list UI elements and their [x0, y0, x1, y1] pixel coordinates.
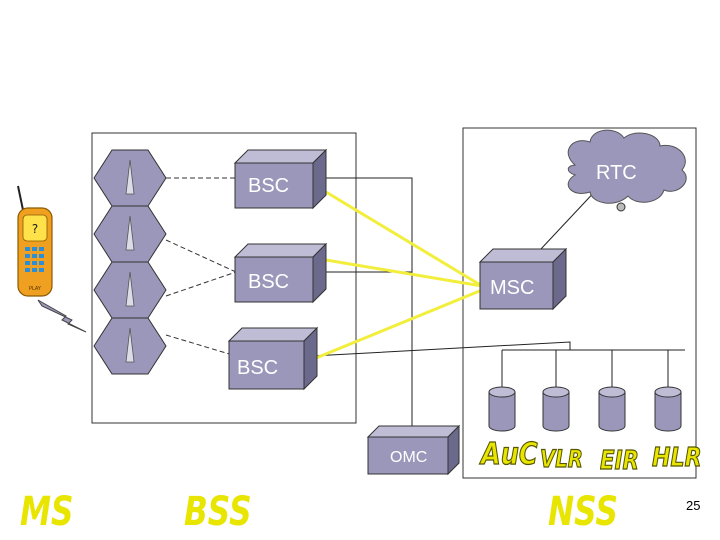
msc-box [478, 247, 568, 311]
radio-to-bsc-dashed-links [165, 177, 237, 357]
rtc-cloud [567, 129, 687, 212]
database-4-cylinder [654, 386, 682, 432]
bsc-2-box [233, 242, 328, 304]
ms-subsystem-label: MS [20, 489, 74, 535]
bts-3 [93, 261, 167, 319]
mobile-phone-icon: ? PLAY [17, 185, 53, 297]
page-number: 25 [686, 498, 701, 513]
nss-region-frame [462, 127, 697, 479]
msc-label: MSC [490, 277, 535, 299]
database-cylinders [488, 386, 682, 432]
bsc-3-box [227, 326, 319, 391]
a-interface-links [315, 190, 483, 360]
antenna-icon [125, 159, 135, 195]
radio-link-lightning-icon [37, 299, 87, 333]
database-2-cylinder [542, 386, 570, 432]
bsc-2-label: BSC [248, 271, 290, 293]
svg-text:?: ? [32, 222, 38, 236]
eir-label: EIR [600, 446, 640, 476]
hlr-label: HLR [651, 443, 702, 473]
bss-region-frame [91, 132, 357, 424]
auc-label: AuC [480, 437, 538, 472]
rtc-label: RTC [596, 162, 637, 184]
bts-4 [93, 317, 167, 375]
bsc-1-box [233, 148, 328, 210]
phone-screen-text: PLAY [29, 286, 42, 292]
antenna-icon [125, 327, 135, 363]
bsc-3-label: BSC [237, 357, 279, 379]
box-shapes [227, 148, 568, 476]
bss-subsystem-label: BSS [184, 489, 252, 535]
database-1-cylinder [488, 386, 516, 432]
omc-label: OMC [390, 449, 428, 466]
vlr-label: VLR [540, 445, 584, 473]
database-3-cylinder [598, 386, 626, 432]
antenna-icon [125, 215, 135, 251]
bsc-1-label: BSC [248, 175, 290, 197]
bts-2 [93, 205, 167, 263]
bts-stack [93, 149, 167, 375]
bts-1 [93, 149, 167, 207]
antenna-icon [125, 271, 135, 307]
omc-box [366, 424, 461, 476]
nss-subsystem-label: NSS [548, 489, 618, 535]
